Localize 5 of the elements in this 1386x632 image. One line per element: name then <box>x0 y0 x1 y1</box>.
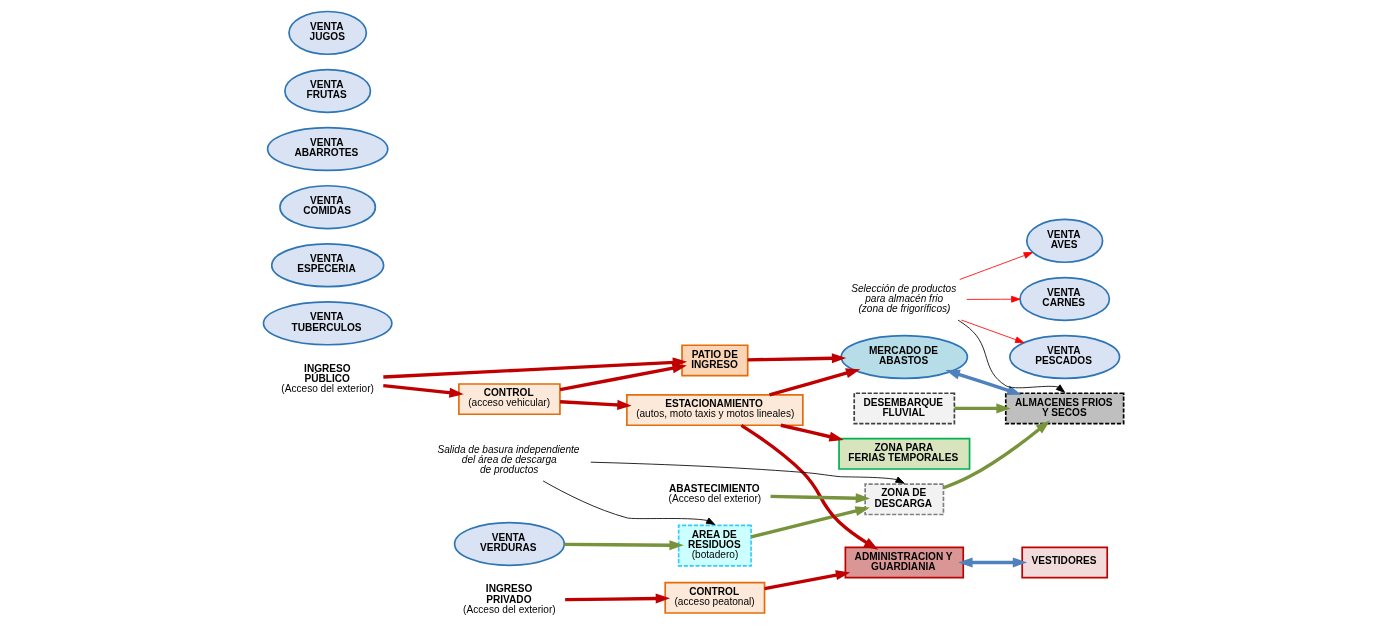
node-text: Salida de basura independiente del área de descarga de productos <box>436 443 579 475</box>
node-text: INGRESO PÚBLICO (Acceso del exterior) <box>280 362 374 395</box>
node-text: Selección de productos para almacén frio (zona de frigoríficos) <box>850 282 956 315</box>
node-text: ABASTECIMIENTO (Acceso del exterior) <box>668 483 761 505</box>
node-text: INGRESO PRIVADO (Acceso del exterior) <box>462 583 556 615</box>
